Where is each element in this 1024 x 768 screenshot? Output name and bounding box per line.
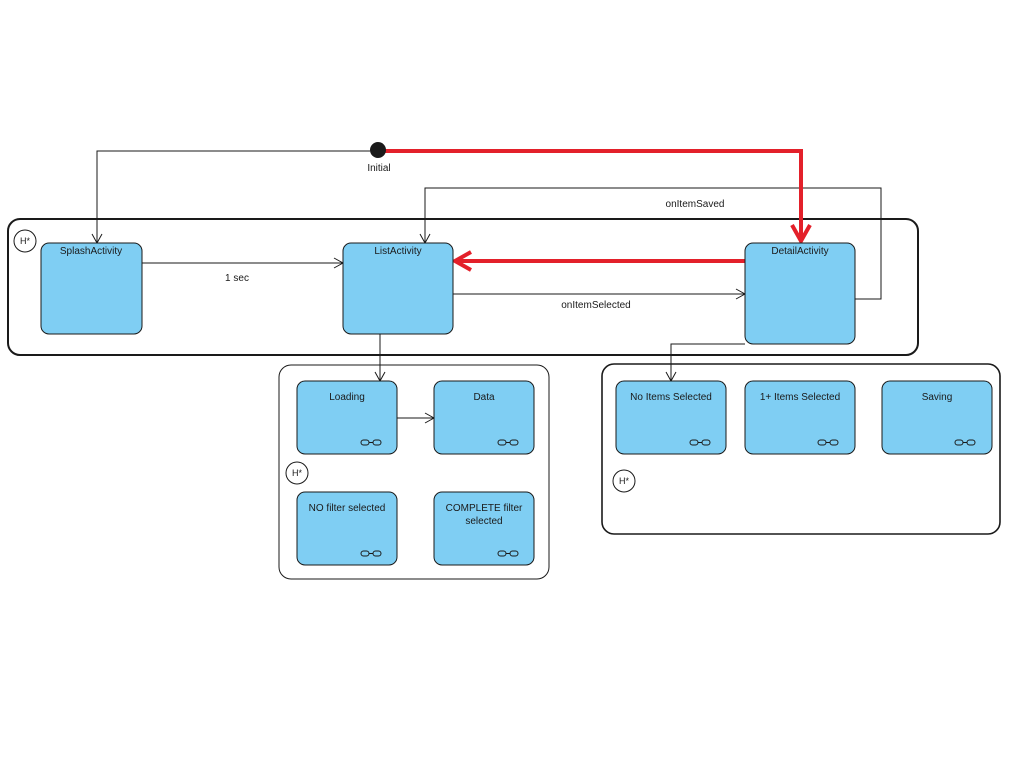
svg-text:DetailActivity: DetailActivity [771,246,828,257]
composite-icon [689,439,711,446]
svg-text:1+ Items Selected: 1+ Items Selected [760,392,840,403]
state-splash-activity: SplashActivity [40,242,143,335]
composite-icon [497,550,519,557]
composite-icon [817,439,839,446]
svg-text:H*: H* [292,468,302,478]
composite-icon [954,439,976,446]
top-composite-state [7,218,919,356]
svg-text:Data: Data [473,392,495,403]
composite-icon [497,439,519,446]
initial-label: Initial [367,163,390,174]
state-no-items-selected: No Items Selected [615,380,727,455]
transition-detail-to-substates [665,343,745,383]
highlight-initial-to-detail [380,149,801,241]
label-splash-to-list: 1 sec [225,273,249,284]
svg-text:Loading: Loading [329,392,365,403]
initial-node [370,142,386,158]
state-list-activity: ListActivity [342,242,454,335]
state-loading: Loading [296,380,398,455]
state-data: Data [433,380,535,455]
history-marker-detail: H* [612,469,636,493]
history-marker-top: H* [13,229,37,253]
svg-text:H*: H* [619,476,629,486]
svg-text:SplashActivity: SplashActivity [60,246,122,257]
svg-text:H*: H* [20,236,30,246]
svg-text:COMPLETE filter: COMPLETE filter [446,503,523,514]
label-detail-to-list: onItemSaved [666,199,725,210]
label-list-to-detail: onItemSelected [561,300,631,311]
svg-text:ListActivity: ListActivity [374,246,421,257]
svg-text:selected: selected [465,516,502,527]
composite-icon [360,439,382,446]
svg-text:Saving: Saving [922,392,953,403]
state-detail-activity: DetailActivity [744,242,856,345]
svg-text:No Items Selected: No Items Selected [630,392,712,403]
state-saving: Saving [881,380,993,455]
transition-detail-to-list [419,187,882,300]
svg-text:NO filter selected: NO filter selected [309,503,386,514]
state-no-filter-selected: NO filter selected [296,491,398,566]
state-complete-filter-selected: COMPLETE filter selected [433,491,535,566]
state-one-plus-items-selected: 1+ Items Selected [744,380,856,455]
transition-initial-to-splash [91,150,370,245]
history-marker-list: H* [285,461,309,485]
composite-icon [360,550,382,557]
